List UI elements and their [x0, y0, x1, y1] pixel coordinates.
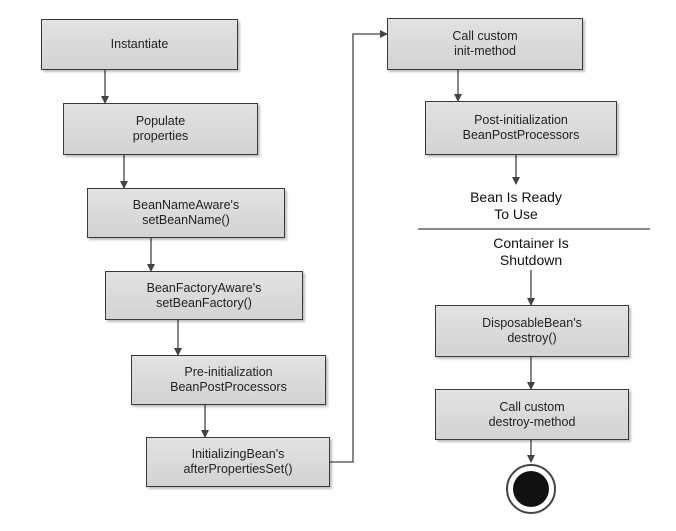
end-node-inner	[513, 471, 549, 507]
container-shutdown-label: Container Is Shutdown	[493, 235, 569, 268]
step-populate-properties: Populate properties	[63, 103, 258, 155]
arrow-initializingbean-custominit	[330, 30, 388, 463]
step-post-initialization: Post-initialization BeanPostProcessors	[425, 101, 617, 155]
step-instantiate: Instantiate	[41, 19, 238, 70]
bean-ready-label: Bean Is Ready To Use	[470, 189, 562, 222]
step-pre-initialization: Pre-initialization BeanPostProcessors	[131, 355, 326, 405]
step-custom-destroy-method: Call custom destroy-method	[435, 389, 629, 440]
step-bean-factory-aware: BeanFactoryAware's setBeanFactory()	[105, 271, 303, 320]
step-initializing-bean: InitializingBean's afterPropertiesSet()	[146, 437, 330, 487]
step-bean-name-aware: BeanNameAware's setBeanName()	[87, 188, 285, 238]
step-disposable-bean: DisposableBean's destroy()	[435, 305, 629, 357]
step-custom-init-method: Call custom init-method	[387, 18, 583, 70]
